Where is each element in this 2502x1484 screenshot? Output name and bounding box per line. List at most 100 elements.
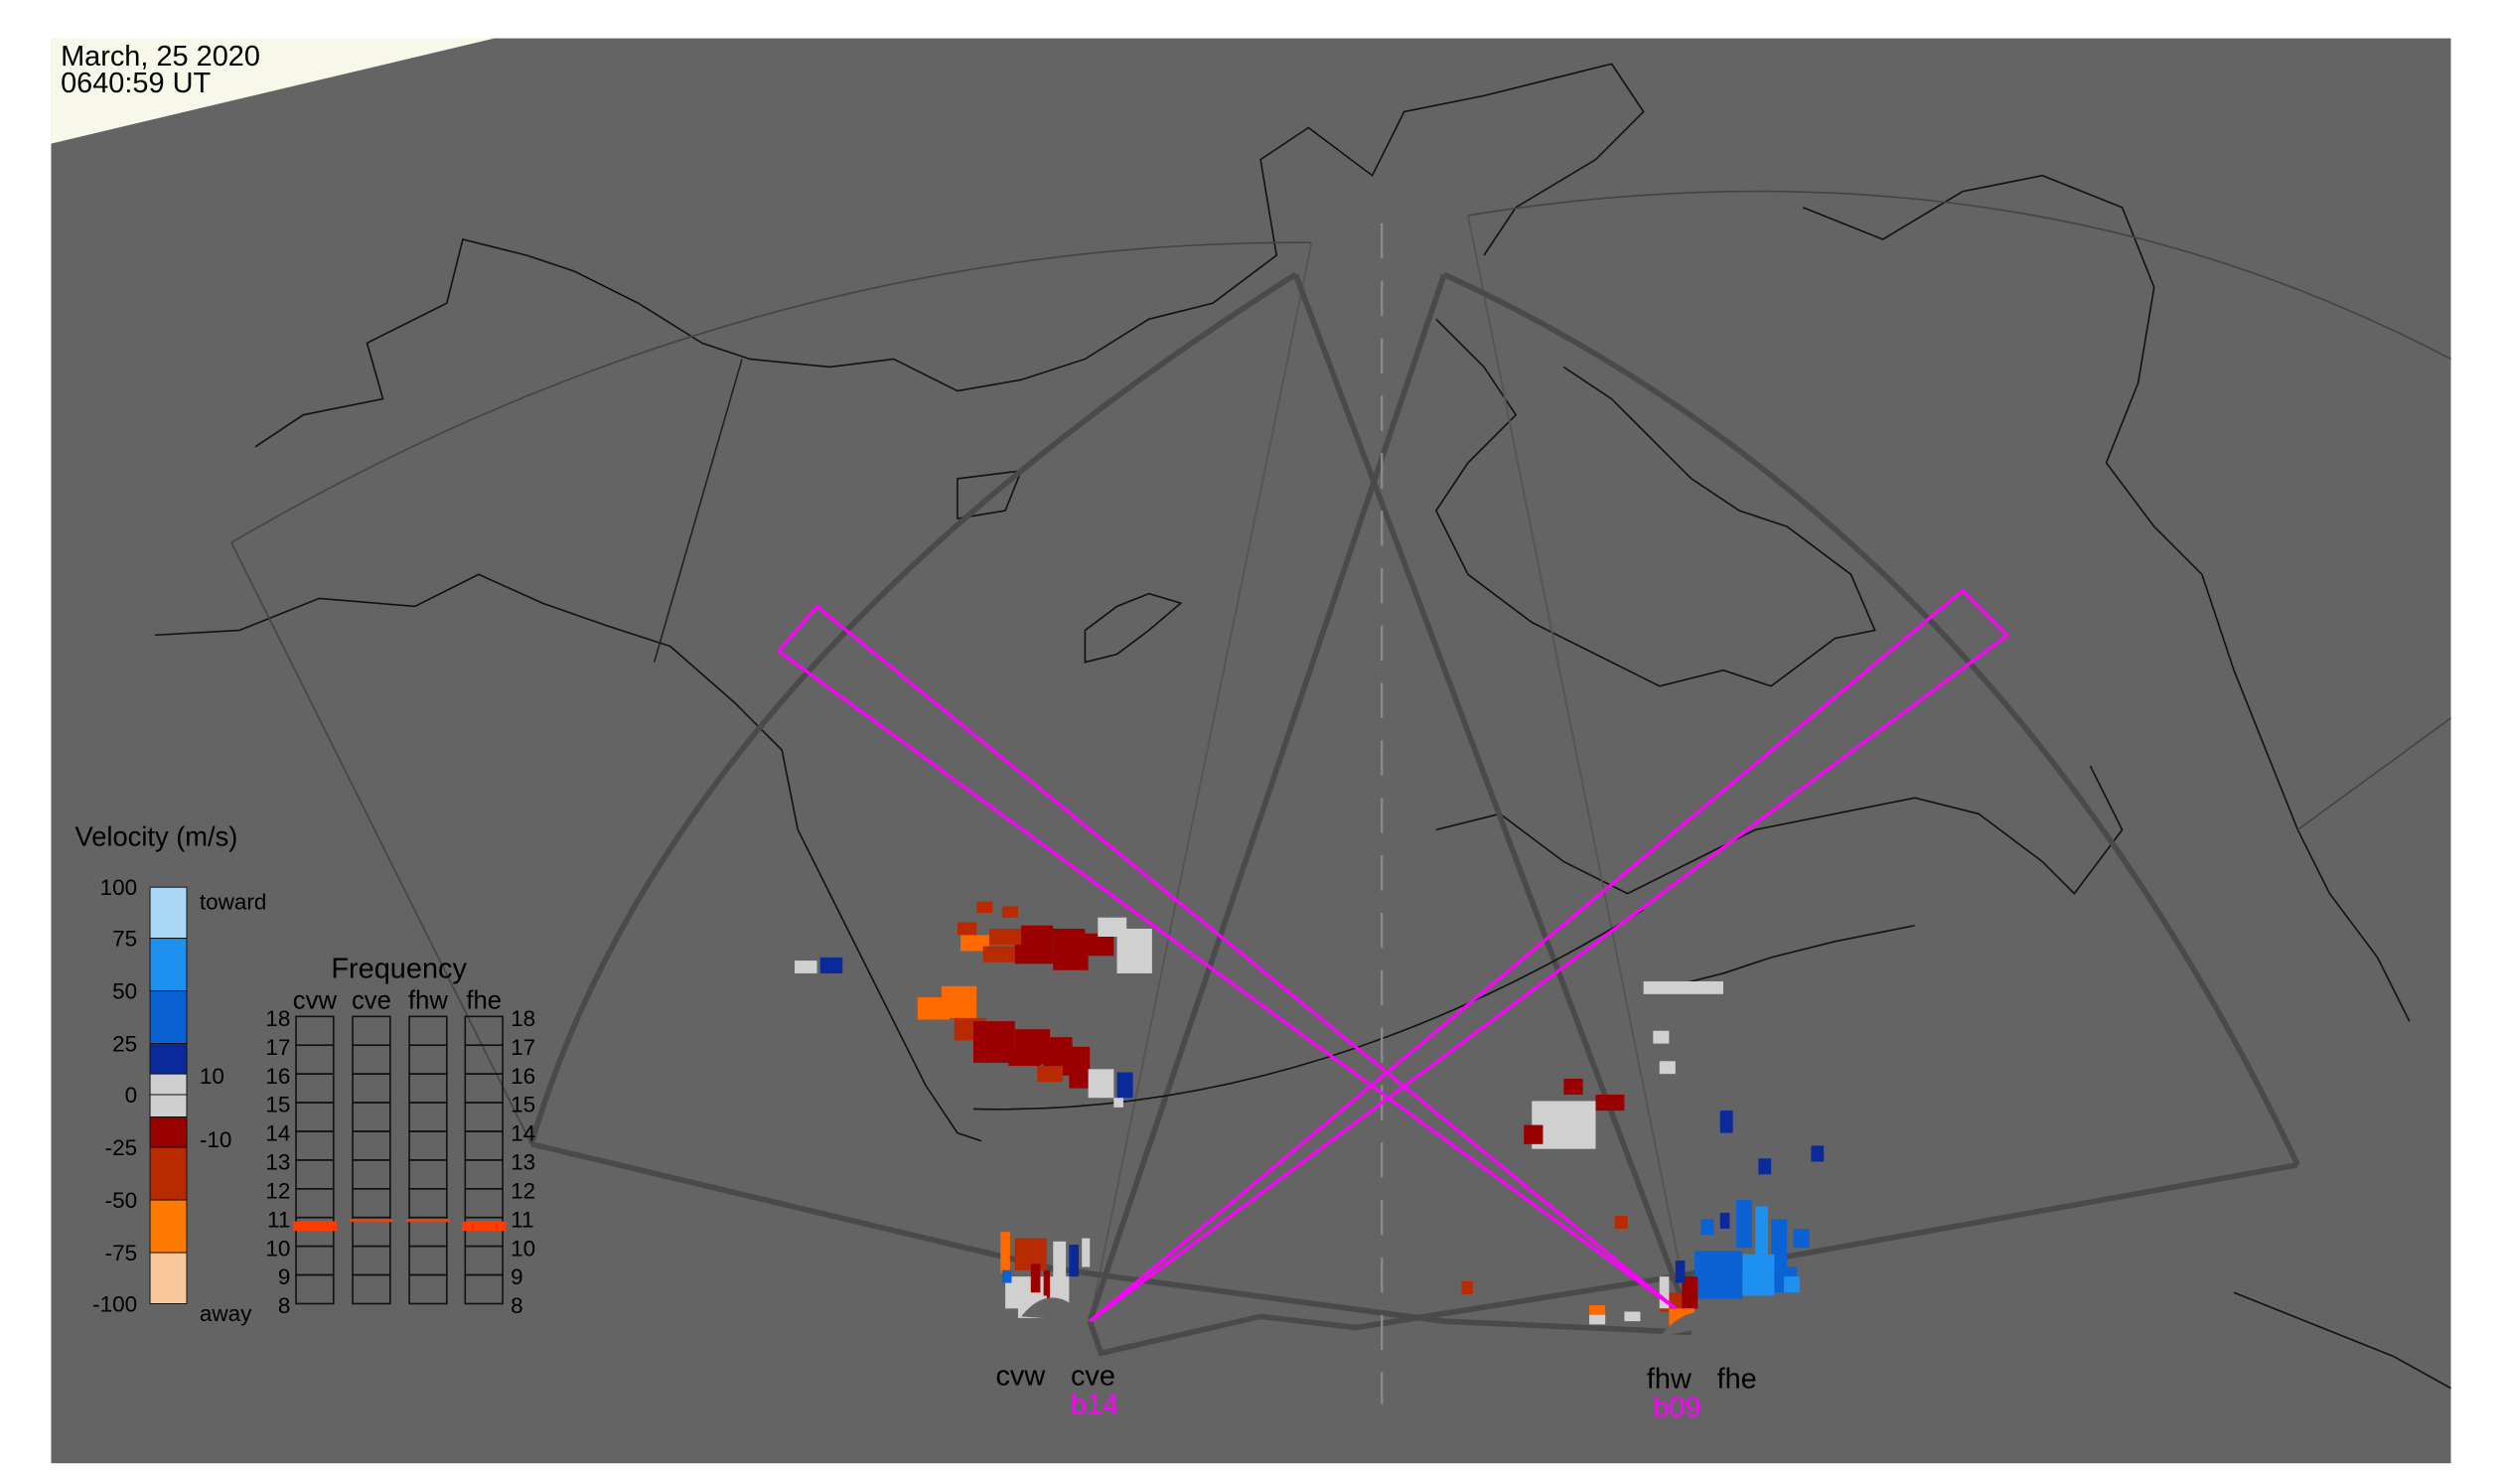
radar-site-cv — [1021, 1297, 1091, 1322]
frequency-cell — [464, 1273, 504, 1305]
coastlines — [154, 63, 2451, 1390]
frequency-tick-right: 12 — [511, 1178, 535, 1203]
frequency-tick-left: 8 — [278, 1293, 291, 1318]
echo-cell — [1682, 1276, 1698, 1309]
velocity-tick: -75 — [105, 1241, 137, 1265]
colorbar-segment — [149, 990, 188, 1045]
echo-cell — [1694, 1251, 1743, 1299]
echo-cell — [1563, 1078, 1583, 1096]
echo-cell — [1653, 1030, 1670, 1044]
frequency-tick-right: 9 — [511, 1264, 523, 1289]
echo-cell — [1755, 1206, 1768, 1255]
echo-cell — [1030, 1263, 1041, 1293]
frequency-cell — [352, 1273, 391, 1305]
frequency-radar-label: fhe — [466, 986, 502, 1014]
velocity-tick: -100 — [92, 1292, 137, 1317]
time-label: 0640:59 UT — [61, 68, 211, 99]
frequency-tick-left: 10 — [265, 1236, 290, 1261]
echo-cell — [1014, 945, 1054, 965]
frequency-tick-left: 15 — [265, 1093, 290, 1117]
upper-threshold-label: 10 — [200, 1064, 224, 1089]
frequency-tick-left: 16 — [265, 1064, 290, 1089]
echo-cell — [1659, 1061, 1676, 1075]
echo-cell — [1589, 1314, 1606, 1325]
echo-cell — [1643, 980, 1724, 994]
frequency-cell — [295, 1273, 335, 1305]
date-label: March, 25 2020 — [61, 41, 260, 73]
station-fhe: fhe — [1717, 1364, 1757, 1396]
echo-cell — [1659, 1276, 1670, 1309]
echo-cell — [972, 1021, 1015, 1063]
frequency-bar — [349, 1219, 394, 1223]
frequency-tick-right: 8 — [511, 1293, 523, 1318]
station-cvw: cvw — [995, 1360, 1045, 1392]
frequency-tick-right: 10 — [511, 1236, 535, 1261]
echo-cell — [1461, 1280, 1473, 1294]
colorbar-segment — [149, 1116, 188, 1148]
velocity-tick: -50 — [105, 1188, 137, 1213]
colorbar-segment — [149, 886, 188, 940]
frequency-bar — [405, 1219, 451, 1223]
echo-cell — [1001, 906, 1018, 918]
echo-cell — [1082, 1238, 1091, 1267]
beam-b09 — [776, 604, 1677, 1310]
velocity-tick: 0 — [125, 1083, 138, 1108]
station-cve: cve — [1071, 1360, 1115, 1392]
echo-cell — [1000, 1232, 1010, 1273]
echo-cell — [957, 922, 977, 936]
velocity-tick: 75 — [112, 927, 137, 952]
echo-cell — [1784, 1276, 1801, 1293]
frequency-tick-right: 15 — [511, 1093, 535, 1117]
colorbar-segment — [149, 1252, 188, 1304]
frequency-tick-left: 11 — [267, 1207, 290, 1232]
echo-cell — [1061, 1046, 1091, 1076]
frequency-tick-right: 11 — [511, 1207, 533, 1232]
echo-cell — [1735, 1200, 1752, 1249]
beam-b14 — [1089, 588, 2010, 1323]
echo-cell — [1624, 1311, 1641, 1322]
echo-cell — [1595, 1095, 1625, 1112]
echo-cell — [1001, 1269, 1012, 1283]
frequency-tick-left: 17 — [265, 1035, 290, 1060]
colorbar-segment — [149, 1043, 188, 1075]
echo-cell — [1069, 1072, 1092, 1089]
echo-cell — [1700, 1219, 1714, 1236]
echo-cell — [1008, 1050, 1041, 1067]
colorbar-segment — [149, 1094, 188, 1117]
velocity-tick: 50 — [112, 979, 137, 1004]
echo-cell — [1793, 1228, 1810, 1249]
frequency-tick-right: 16 — [511, 1064, 535, 1089]
velocity-colorbar — [149, 886, 188, 1304]
radar-site-fh — [1659, 1311, 1733, 1338]
echo-cell — [976, 901, 993, 913]
echo-cell — [1053, 951, 1089, 970]
echo-cell — [1719, 1212, 1730, 1229]
velocity-tick: 25 — [112, 1032, 137, 1057]
velocity-tick: -25 — [105, 1135, 137, 1160]
echo-cell — [795, 961, 817, 973]
map-background — [51, 38, 2451, 1464]
echo-cell — [1614, 1216, 1628, 1229]
frequency-radar-label: cve — [352, 986, 391, 1014]
echo-cell — [819, 957, 843, 973]
frequency-tick-left: 13 — [265, 1150, 290, 1175]
velocity-echoes — [795, 901, 1825, 1338]
beam-label-b14: b14 — [1071, 1389, 1118, 1420]
echo-cell — [1053, 928, 1086, 952]
echo-cell — [1069, 1245, 1080, 1277]
echo-cell — [1113, 1098, 1123, 1108]
frequency-radar-label: cvw — [293, 986, 338, 1014]
echo-cell — [1742, 1254, 1775, 1296]
echo-cell — [960, 935, 990, 952]
echo-cell — [1088, 1069, 1114, 1099]
echo-cell — [1037, 1066, 1063, 1083]
velocity-legend-title: Velocity (m/s) — [75, 820, 238, 851]
echo-cell — [1758, 1158, 1772, 1175]
frequency-tick-left: 12 — [265, 1178, 290, 1203]
colorbar-segment — [149, 938, 188, 992]
frequency-tick-left: 14 — [265, 1121, 290, 1146]
echo-cell — [1771, 1219, 1788, 1267]
echo-cell — [1043, 1269, 1051, 1302]
